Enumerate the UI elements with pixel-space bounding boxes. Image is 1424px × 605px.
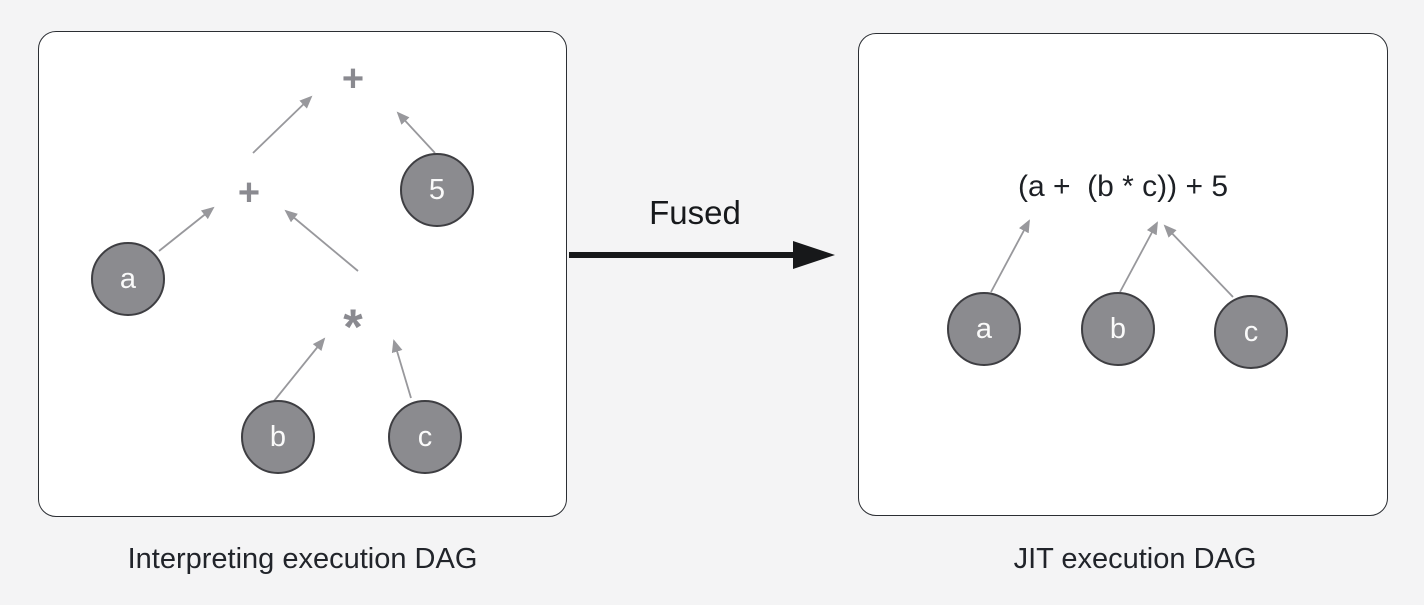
edge-b-to-multiply (273, 337, 326, 402)
node-b-label: b (269, 420, 287, 453)
edge-a-to-plus-inner (158, 206, 215, 252)
fused-arrow-head (793, 241, 835, 269)
node-5: 5 (400, 153, 474, 227)
node-b: b (241, 400, 315, 474)
node-a-label: a (119, 262, 137, 295)
node-c: c (388, 400, 462, 474)
node-b-jit: b (1081, 292, 1155, 366)
node-a: a (91, 242, 165, 316)
jit-dag-panel: (a + (b * c)) + 5 a b c (858, 33, 1388, 516)
edge-b-to-expression (1119, 221, 1158, 293)
edge-multiply-to-plus-inner (284, 209, 359, 272)
node-b-jit-label: b (1109, 312, 1127, 345)
jit-dag-edges (990, 219, 1234, 298)
edge-a-to-expression (990, 219, 1030, 293)
edge-c-to-expression (1163, 224, 1234, 298)
node-c-jit-label: c (1243, 315, 1259, 348)
operator-plus-inner: + (237, 172, 261, 214)
fused-arrow-icon (569, 241, 835, 269)
node-5-label: 5 (428, 173, 446, 206)
edge-plus-inner-to-plus-root (252, 95, 313, 154)
node-c-jit: c (1214, 295, 1288, 369)
edge-5-to-plus-root (396, 111, 436, 154)
interpreting-dag-caption: Interpreting execution DAG (127, 543, 478, 575)
jit-dag-caption: JIT execution DAG (1013, 543, 1257, 575)
node-c-label: c (417, 420, 433, 453)
interpreting-dag-panel: + + * a 5 b c (38, 31, 567, 517)
operator-multiply: * (343, 299, 363, 355)
edge-c-to-multiply (391, 339, 412, 399)
node-a-jit: a (947, 292, 1021, 366)
fused-label: Fused (649, 194, 741, 231)
node-a-jit-label: a (975, 312, 993, 345)
operator-plus-root: + (341, 58, 365, 100)
fused-expression: (a + (b * c)) + 5 (1017, 170, 1229, 203)
